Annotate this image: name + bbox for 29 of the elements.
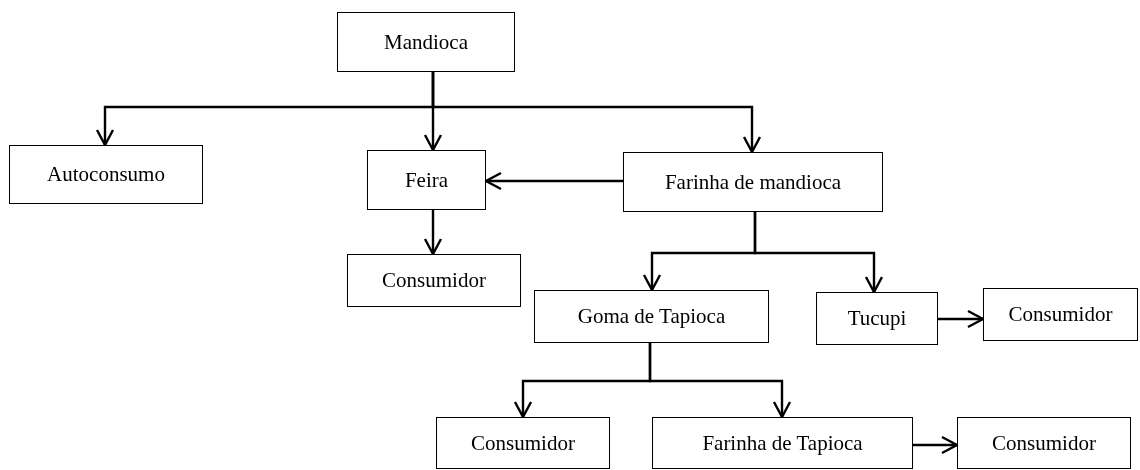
node-label: Farinha de Tapioca xyxy=(702,430,863,456)
arrow xyxy=(648,343,792,419)
node-label: Autoconsumo xyxy=(47,162,165,187)
arrow xyxy=(431,72,762,154)
process-box xyxy=(983,288,1138,341)
arrow xyxy=(913,435,959,455)
process-box xyxy=(816,292,938,345)
process-box xyxy=(652,417,913,469)
process-box xyxy=(436,417,610,469)
arrow xyxy=(484,171,623,191)
process-box xyxy=(623,152,883,212)
node-label: Goma de Tapioca xyxy=(577,304,726,329)
arrow xyxy=(423,210,443,256)
process-box xyxy=(347,254,521,307)
node-label: Consumidor xyxy=(992,430,1096,456)
process-box xyxy=(957,417,1131,469)
node-label: Tucupi xyxy=(847,306,907,331)
node-label: Consumidor xyxy=(382,268,486,293)
arrow xyxy=(938,309,985,329)
process-box xyxy=(337,12,515,72)
process-box xyxy=(534,290,769,343)
node-label: Feira xyxy=(404,167,449,193)
node-label: Consumidor xyxy=(471,430,575,456)
node-label: Consumidor xyxy=(1008,302,1113,327)
node-label: Farinha de mandioca xyxy=(664,169,842,195)
process-box xyxy=(9,145,203,204)
node-label: Mandioca xyxy=(384,29,468,55)
arrow xyxy=(753,212,884,294)
process-box xyxy=(367,150,486,210)
